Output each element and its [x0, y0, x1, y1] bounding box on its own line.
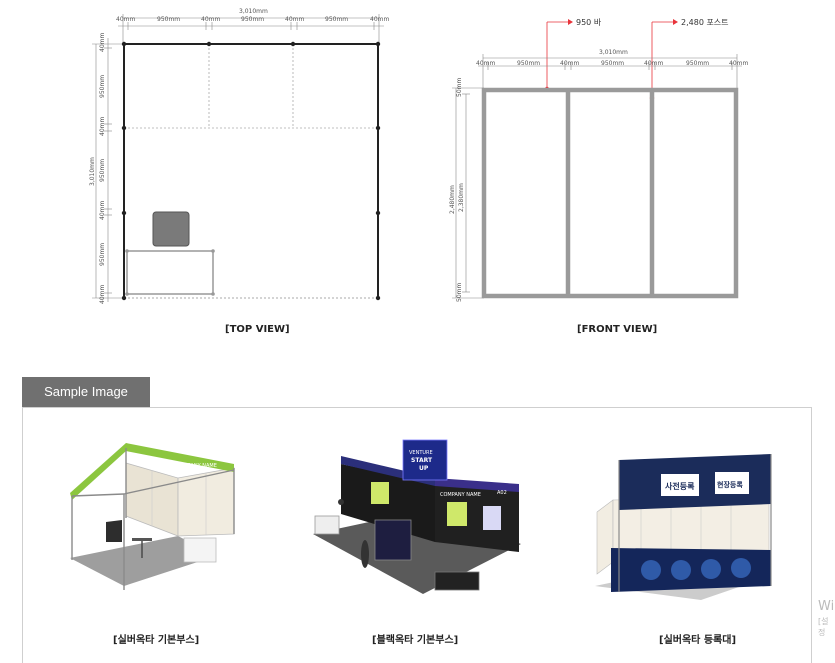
cube-text-1: VENTURE — [409, 450, 433, 456]
front-total-width: 3,010mm — [599, 49, 628, 56]
left-dim-2: 950mm — [99, 74, 106, 98]
left-dim-5: 40mm — [99, 200, 106, 220]
left-dim-7: 40mm — [99, 284, 106, 304]
top-total-width: 3,010mm — [239, 8, 268, 15]
front-bottom-beam: 50mm — [456, 282, 463, 302]
top-dim-5: 40mm — [285, 16, 305, 23]
cube-text-2: START — [411, 457, 433, 464]
left-dim-6: 950mm — [99, 242, 106, 266]
sign-onsite-registration: 현장등록 — [717, 480, 743, 489]
silver-octa-booth-image: A-01 COMPANY NAME — [70, 443, 235, 590]
front-dim-5: 40mm — [644, 60, 664, 67]
booth2-code: A02 — [497, 490, 507, 496]
front-dim-1: 40mm — [476, 60, 496, 67]
annotation-post: 2,480 포스트 — [681, 18, 729, 27]
top-dim-1: 40mm — [116, 16, 136, 23]
chair-icon — [152, 211, 190, 247]
front-dim-3: 40mm — [560, 60, 580, 67]
left-dim-4: 950mm — [99, 158, 106, 182]
front-dim-4: 950mm — [601, 60, 625, 67]
sign-pre-registration: 사전등록 — [665, 481, 695, 491]
top-dim-4: 950mm — [241, 16, 265, 23]
left-dim-3: 40mm — [99, 116, 106, 136]
booth1-company: COMPANY NAME — [176, 463, 217, 469]
booth1-caption: [실버옥타 기본부스] — [113, 635, 200, 646]
top-view-drawing — [92, 14, 384, 302]
left-dim-1: 40mm — [99, 32, 106, 52]
annotation-bar: 950 바 — [576, 18, 602, 27]
watermark-line2: [설정 — [818, 617, 829, 637]
top-dim-3: 40mm — [201, 16, 221, 23]
sample-image-frame — [22, 407, 812, 663]
front-height-inner: 2,380mm — [458, 183, 465, 212]
black-octa-booth-image: VENTURE START UP COMPANY NAME A02 — [313, 439, 521, 594]
front-dim-6: 950mm — [686, 60, 710, 67]
booth1-code: A-01 — [132, 457, 146, 464]
cube-text-3: UP — [419, 465, 429, 472]
top-dim-2: 950mm — [157, 16, 181, 23]
front-view-drawing — [452, 19, 742, 299]
front-dim-2: 950mm — [517, 60, 541, 67]
top-total-height: 3,010mm — [89, 157, 96, 186]
booth3-caption: [실버옥타 등록대] — [659, 635, 737, 646]
top-view-caption: [TOP VIEW] — [225, 324, 290, 335]
front-view-caption: [FRONT VIEW] — [577, 324, 658, 335]
top-dim-7: 40mm — [370, 16, 390, 23]
front-dim-7: 40mm — [729, 60, 749, 67]
front-top-beam: 50mm — [456, 77, 463, 97]
booth2-company: COMPANY NAME — [440, 492, 481, 498]
sample-image-tab: Sample Image — [22, 377, 150, 407]
front-height-outer: 2,480mm — [449, 185, 456, 214]
top-dim-6: 950mm — [325, 16, 349, 23]
registration-desk-image: 사전등록 현장등록 — [595, 454, 772, 600]
booth2-caption: [블랙옥타 기본부스] — [372, 635, 459, 646]
info-desk — [126, 250, 214, 295]
watermark-line1: Wi — [818, 599, 835, 614]
